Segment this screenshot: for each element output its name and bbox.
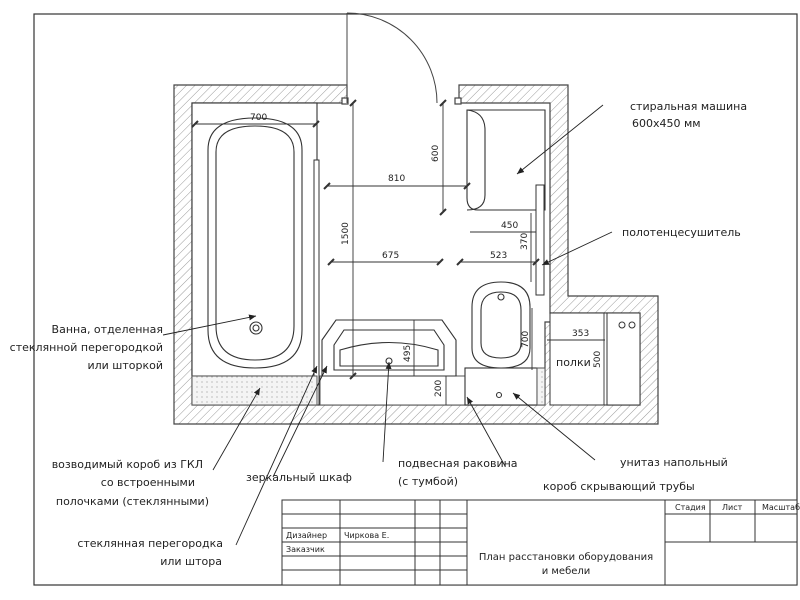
dim-1500: 1500: [341, 222, 351, 245]
label-mirror-cabinet: зеркальный шкаф: [246, 471, 352, 484]
dim-toilet-depth: 700: [521, 331, 531, 348]
leader-lines: [162, 104, 613, 546]
towel-dryer: [535, 184, 545, 296]
dim-450: 450: [501, 221, 518, 231]
label-pipe-box: короб скрывающий трубы: [543, 480, 695, 493]
label-box-2: со встроенными: [101, 476, 195, 489]
label-box-1: возводимый короб из ГКЛ: [52, 458, 203, 471]
annotation-labels: стиральная машина 600х450 мм полотенцесу…: [10, 100, 747, 568]
gkl-box: [191, 375, 318, 406]
dimension-texts: 700 810 600 675 523 450 370 1500 495 200…: [250, 113, 603, 397]
title-designer-name: Чиркова Е.: [344, 531, 389, 540]
dim-353: 353: [572, 329, 589, 339]
dimension-lines: [191, 99, 605, 405]
toilet: [464, 281, 538, 406]
title-line-1: План расстановки оборудования: [479, 552, 653, 563]
label-glass-2: или штора: [160, 555, 222, 568]
dim-200: 200: [434, 380, 444, 397]
dim-810: 810: [388, 174, 405, 184]
pipe-box: [536, 367, 546, 406]
dim-495: 495: [403, 345, 413, 362]
label-bath-3: или шторкой: [87, 359, 163, 372]
shelves: [549, 312, 641, 406]
dim-machine-depth: 600: [431, 145, 441, 162]
bathtub: [191, 102, 318, 377]
title-stage-header: Стадия: [675, 503, 706, 512]
dim-675: 675: [382, 251, 399, 261]
title-client-role: Заказчик: [286, 545, 325, 554]
washing-machine: [466, 109, 546, 211]
label-sink-2: (с тумбой): [398, 475, 458, 488]
label-toilet: унитаз напольный: [620, 456, 728, 469]
label-sink-1: подвесная раковина: [398, 457, 518, 470]
label-washing-machine-1: стиральная машина: [630, 100, 747, 113]
label-bath-1: Ванна, отделенная: [52, 323, 163, 336]
title-scale-header: Масштаб: [762, 503, 800, 512]
dim-500: 500: [593, 351, 603, 368]
label-towel-dryer: полотенцесушитель: [622, 226, 741, 239]
glass-partition: [313, 159, 320, 406]
label-bath-2: стеклянной перегородкой: [10, 341, 163, 354]
dim-bath-width: 700: [250, 113, 267, 123]
title-block: Стадия Лист Масштаб Дизайнер Чиркова Е. …: [281, 499, 800, 586]
title-line-2: и мебели: [542, 566, 591, 577]
label-shelves: полки: [556, 356, 591, 369]
dim-523: 523: [490, 251, 507, 261]
label-glass-1: стеклянная перегородка: [77, 537, 223, 550]
label-box-3: полочками (стеклянными): [56, 495, 209, 508]
title-designer-role: Дизайнер: [286, 531, 327, 540]
title-sheet-header: Лист: [722, 503, 743, 512]
dim-370: 370: [520, 233, 530, 250]
door: [346, 12, 438, 104]
label-washing-machine-2: 600х450 мм: [632, 117, 701, 130]
